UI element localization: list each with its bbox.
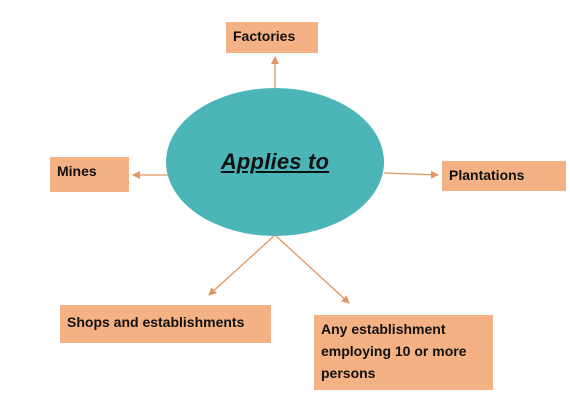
node-plantations-label: Plantations (449, 167, 525, 183)
node-plantations: Plantations (442, 161, 566, 191)
arrow-to-any (275, 235, 350, 304)
node-shops-label: Shops and establishments (67, 314, 245, 330)
arrow-to-plantations (383, 170, 439, 179)
node-mines: Mines (50, 157, 129, 192)
arrow-to-shops (208, 235, 275, 296)
node-shops-and-establishments: Shops and establishments (60, 305, 271, 343)
center-label: Applies to (220, 149, 330, 174)
center-node: Applies to (166, 88, 384, 236)
node-any-label: Any establishment employing 10 or more p… (321, 321, 467, 381)
node-any-establishment: Any establishment employing 10 or more p… (314, 315, 493, 390)
node-mines-label: Mines (57, 163, 97, 179)
node-factories: Factories (226, 22, 318, 53)
node-factories-label: Factories (233, 28, 296, 44)
